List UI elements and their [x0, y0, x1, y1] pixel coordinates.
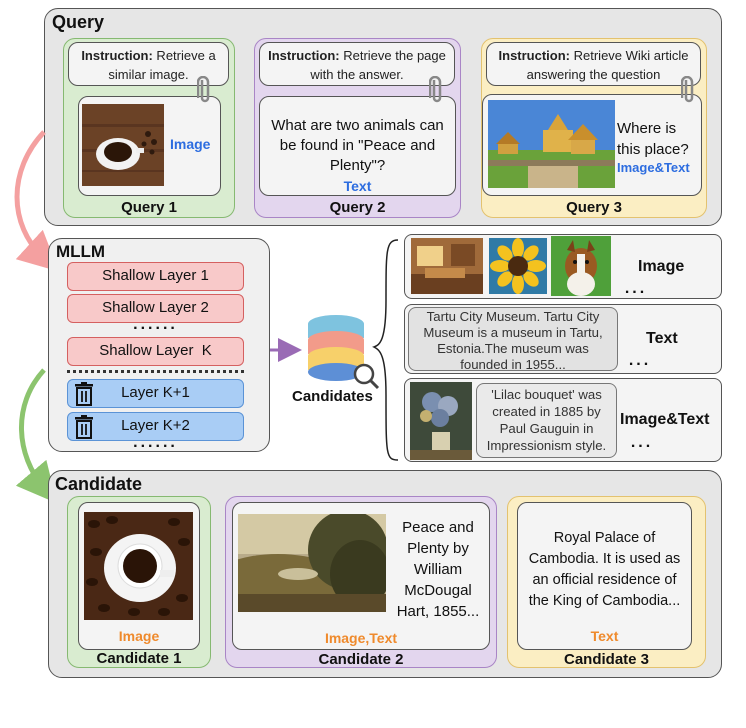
candidate-3-content [517, 502, 692, 650]
query-1-label: Query 1 [121, 199, 177, 216]
shallow-layer-1: Shallow Layer 1 [67, 262, 244, 291]
paperclip-icon [197, 76, 210, 103]
query-3-tag: Image&Text [617, 160, 690, 175]
layer-ellipsis: ...... [133, 316, 178, 333]
peace-and-plenty-painting [238, 514, 386, 612]
royal-palace-image [488, 100, 615, 188]
paperclip-icon [429, 76, 442, 103]
pool-text-label: Text [646, 330, 678, 347]
candidate-3-tag: Text [590, 628, 619, 644]
mllm-to-candidate-arrow [15, 368, 57, 504]
shallow-layer-2: Shallow Layer 2 [67, 294, 244, 323]
mllm-title: MLLM [56, 242, 106, 261]
query-3-question: Where is this place? [617, 120, 689, 158]
query-2-content [259, 96, 456, 196]
shallow-layer-k: Shallow Layer K [67, 337, 244, 366]
pool-imagetext-content: 'Lilac bouquet' was created in 1885 by P… [486, 387, 607, 453]
candidate-2-label: Candidate 2 [318, 651, 404, 668]
layer-k-plus-1: Layer K+1 [67, 379, 244, 408]
layer-k-plus-2: Layer K+2 [67, 412, 244, 441]
database-icon [308, 315, 380, 390]
query-2-question: What are two animals can be found in "Pe… [271, 117, 444, 174]
coffee-cup-image [82, 104, 164, 186]
query-2-instruction: Instruction: Retrieve the page with the … [259, 42, 455, 86]
query-3-instruction: Instruction: Retrieve Wiki article answe… [486, 42, 701, 86]
query-3-label: Query 3 [566, 199, 622, 216]
paperclip-icon [681, 76, 694, 103]
query-title: Query [52, 12, 105, 32]
pool-image-dots: ... [624, 280, 648, 297]
layer-split-line [67, 370, 244, 373]
candidate-3-text: Royal Palace of Cambodia. It is used as … [528, 530, 681, 609]
query-1-tag: Image [170, 136, 211, 152]
query-to-mllm-arrow [14, 130, 59, 272]
living-room-image [411, 238, 483, 294]
pool-image-label: Image [638, 258, 685, 275]
collie-dog-image [551, 236, 611, 296]
candidates-label: Candidates [292, 388, 373, 405]
trash-icon [75, 382, 93, 406]
pool-text-box [408, 307, 618, 371]
trash-icon [75, 415, 93, 439]
layer-ellipsis: ...... [133, 434, 178, 451]
candidate-3-label: Candidate 3 [563, 651, 650, 668]
candidates-brace [372, 239, 399, 461]
candidate-1-tag: Image [118, 628, 160, 644]
pool-imagetext-box [476, 383, 617, 458]
candidate-2-text: Peace and Plenty by William McDougal Har… [396, 519, 480, 620]
candidate-2-tag: Image,Text [324, 630, 398, 646]
query-1-instruction: Instruction: Retrieve a similar image. [68, 42, 229, 86]
query-2-label: Query 2 [329, 199, 386, 216]
candidate-title: Candidate [55, 474, 143, 494]
candidate-1-label: Candidate 1 [96, 650, 182, 667]
lilac-bouquet-image [410, 382, 472, 460]
sunflower-image [489, 238, 547, 294]
query-2-tag: Text [343, 178, 372, 194]
pool-imagetext-dots: ... [630, 434, 654, 451]
pool-text-content: Tartu City Museum. Tartu City Museum is … [423, 309, 603, 369]
pool-imagetext-label: Image&Text [620, 411, 710, 428]
pool-text-dots: ... [628, 352, 652, 369]
coffee-beans-image [84, 512, 193, 620]
